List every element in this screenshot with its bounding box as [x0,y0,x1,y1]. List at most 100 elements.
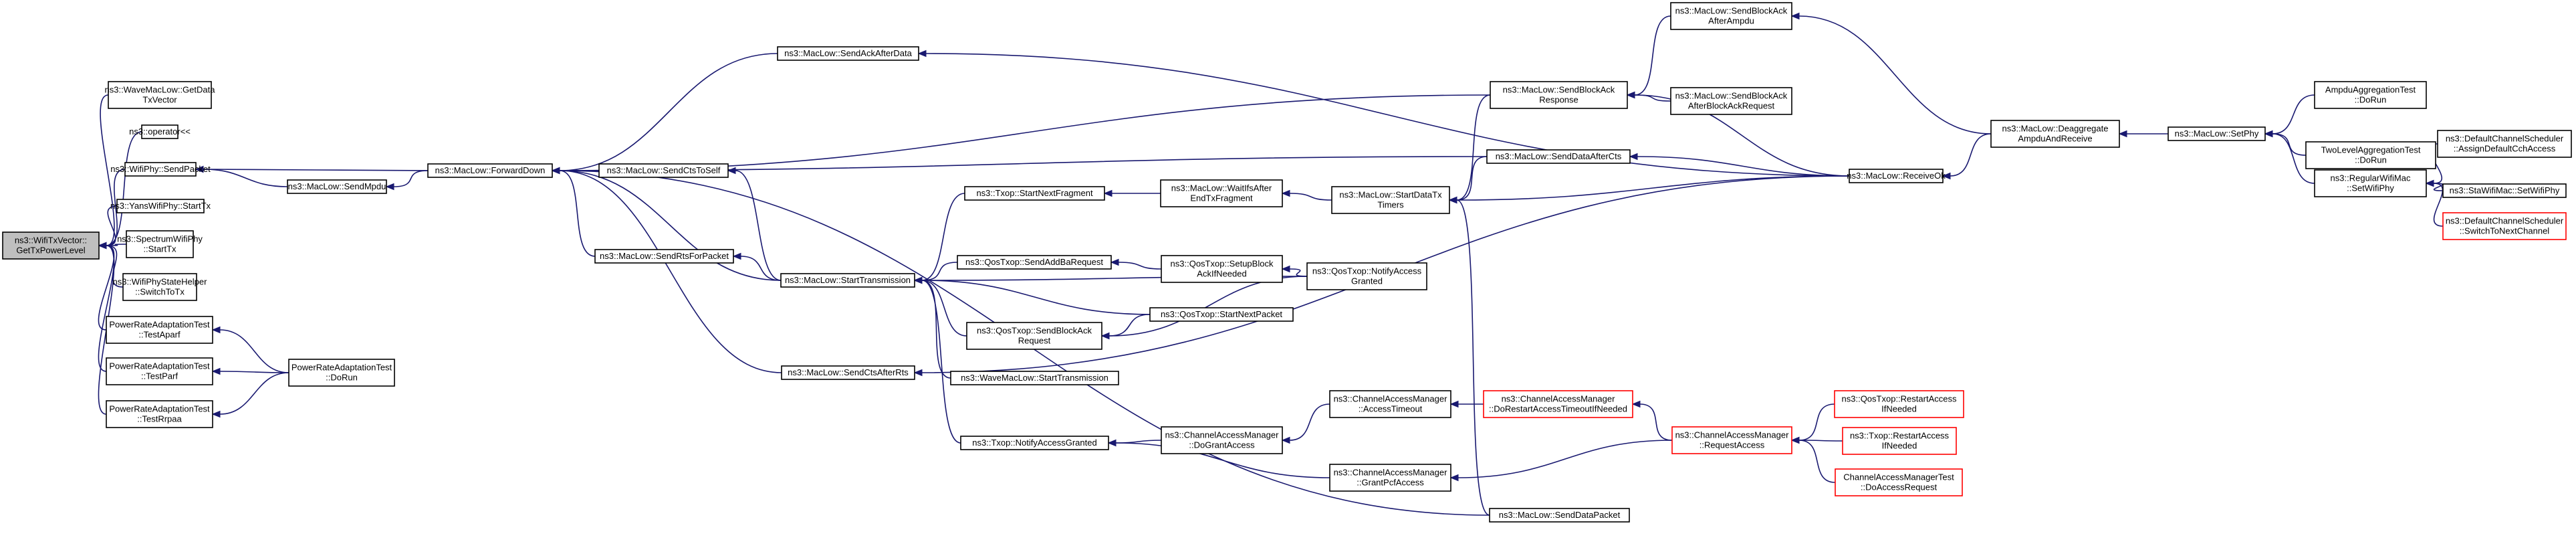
node-maclow-sendmpdu[interactable]: ns3::MacLow::SendMpdu [287,179,387,194]
node-maclow-senddataafterrts[interactable]: ns3::MacLow::SendDataAfterCts [1486,149,1631,164]
node-box[interactable] [106,400,213,428]
node-box[interactable] [1329,390,1451,418]
node-ampdu-dorun[interactable]: AmpduAggregationTest::DoRun [2314,81,2427,109]
node-box[interactable] [288,359,395,387]
node-box[interactable] [2442,183,2567,198]
node-spectrum-starttx[interactable]: ns3::SpectrumWifiPhy::StartTx [117,230,203,258]
node-maclow-setphy[interactable]: ns3::MacLow::SetPhy [2168,126,2266,141]
node-box[interactable] [950,371,1119,385]
node-dcs-assigndefaultchaccess[interactable]: ns3::DefaultChannelScheduler::AssignDefa… [2437,130,2572,158]
node-cam-accesstimeout[interactable]: ns3::ChannelAccessManager::AccessTimeout [1329,390,1451,418]
node-pra-dorun[interactable]: PowerRateAdaptationTest::DoRun [288,359,395,387]
node-maclow-sendackafterdata[interactable]: ns3::MacLow::SendAckAfterData [777,46,919,61]
node-box[interactable] [2305,141,2436,169]
node-box[interactable] [1835,468,1963,496]
node-box[interactable] [1490,81,1628,109]
node-pra-testparf[interactable]: PowerRateAdaptationTest::TestParf [106,357,213,385]
node-wifiphy-sendpacket[interactable]: ns3::WifiPhy::SendPacket [110,162,211,177]
node-twolevel-dorun[interactable]: TwoLevelAggregationTest::DoRun [2305,141,2436,169]
node-box[interactable] [126,230,194,258]
node-box[interactable] [1149,307,1294,322]
node-box[interactable] [1849,169,1944,183]
node-box[interactable] [1489,508,1630,523]
node-box[interactable] [1161,255,1283,283]
node-qostxop-startnextpacket[interactable]: ns3::QosTxop::StartNextPacket [1149,307,1294,322]
node-box[interactable] [1331,186,1450,214]
node-box[interactable] [287,179,387,194]
node-box[interactable] [1161,426,1283,454]
node-maclow-senddatapacket[interactable]: ns3::MacLow::SendDataPacket [1489,508,1630,523]
node-maclow-sendblockackafterblockackrequest[interactable]: ns3::MacLow::SendBlockAckAfterBlockAckRe… [1670,87,1792,115]
node-box[interactable] [1671,426,1792,454]
node-box[interactable] [116,199,205,213]
node-maclow-sendctstoself[interactable]: ns3::MacLow::SendCtsToSelf [598,163,729,178]
node-regularwifimac-setwifiphy[interactable]: ns3::RegularWifiMac::SetWifiPhy [2314,169,2427,197]
node-box[interactable] [2314,169,2427,197]
node-box[interactable] [427,163,553,178]
node-box[interactable] [1834,390,1964,418]
node-box[interactable] [124,162,197,177]
node-qostxop-sendaddbarequest[interactable]: ns3::QosTxop::SendAddBaRequest [957,255,1112,270]
node-box[interactable] [1486,149,1631,164]
node-box[interactable] [2442,212,2567,240]
node-box[interactable] [108,81,212,109]
node-box[interactable] [2168,126,2266,141]
node-yans-starttx[interactable]: ns3::YansWifiPhy::StartTx [110,199,211,213]
node-operator[interactable]: ns3::operator<< [129,124,191,139]
node-cam-requestaccess[interactable]: ns3::ChannelAccessManager::RequestAccess [1671,426,1792,454]
node-maclow-sendrtsforpacket[interactable]: ns3::MacLow::SendRtsForPacket [594,249,734,264]
node-pra-testaparf[interactable]: PowerRateAdaptationTest::TestAparf [106,316,213,344]
node-box[interactable] [781,365,915,380]
node-box[interactable] [594,249,734,264]
node-wavemaclow-starttransmission[interactable]: ns3::WaveMacLow::StartTransmission [950,371,1119,385]
node-box[interactable] [2437,130,2572,158]
node-box[interactable] [122,273,197,301]
node-txop-startnextfragment[interactable]: ns3::Txop::StartNextFragment [964,186,1105,201]
node-box[interactable] [777,46,919,61]
node-cam-dorestartaccesstimeoutifneeded[interactable]: ns3::ChannelAccessManager::DoRestartAcce… [1483,390,1633,418]
node-cam-grantpcfaccess[interactable]: ns3::ChannelAccessManager::GrantPcfAcces… [1329,464,1451,492]
node-box[interactable] [964,186,1105,201]
node-box[interactable] [780,273,915,288]
node-box[interactable] [106,357,213,385]
node-root[interactable]: ns3::WifiTxVector::GetTxPowerLevel [2,231,100,260]
node-dcs-switchtonextchannel[interactable]: ns3::DefaultChannelScheduler::SwitchToNe… [2442,212,2567,240]
node-box[interactable] [2,231,100,260]
node-maclow-sendctsafterrts[interactable]: ns3::MacLow::SendCtsAfterRts [781,365,915,380]
node-box[interactable] [106,316,213,344]
node-box[interactable] [1483,390,1633,418]
node-box[interactable] [1990,120,2120,148]
node-state-switchtotx[interactable]: ns3::WifiPhyStateHelper::SwitchToTx [113,273,208,301]
node-maclow-forwarddown[interactable]: ns3::MacLow::ForwardDown [427,163,553,178]
node-box[interactable] [1329,464,1451,492]
node-box[interactable] [1670,2,1792,30]
node-stawifimac-setwifiphy[interactable]: ns3::StaWifiMac::SetWifiPhy [2442,183,2567,198]
node-pra-testrrpaa[interactable]: PowerRateAdaptationTest::TestRrpaa [106,400,213,428]
node-box[interactable] [960,436,1109,450]
node-maclow-receiveok[interactable]: ns3::MacLow::ReceiveOk [1847,169,1946,183]
node-box[interactable] [1670,87,1792,115]
node-txop-notifyaccessgranted[interactable]: ns3::Txop::NotifyAccessGranted [960,436,1109,450]
node-maclow-starttransmission[interactable]: ns3::MacLow::StartTransmission [780,273,915,288]
node-box[interactable] [141,124,179,139]
node-box[interactable] [598,163,729,178]
node-box[interactable] [1306,262,1427,290]
node-box[interactable] [1842,427,1957,455]
node-box[interactable] [957,255,1112,270]
node-box[interactable] [2314,81,2427,109]
node-cam-dograntaccess[interactable]: ns3::ChannelAccessManager::DoGrantAccess [1161,426,1283,454]
node-qostxop-notifyaccessgranted[interactable]: ns3::QosTxop::NotifyAccessGranted [1306,262,1427,290]
node-camtest-doaccessrequest[interactable]: ChannelAccessManagerTest::DoAccessReques… [1835,468,1963,496]
node-box[interactable] [966,322,1102,350]
node-box[interactable] [1160,179,1283,207]
